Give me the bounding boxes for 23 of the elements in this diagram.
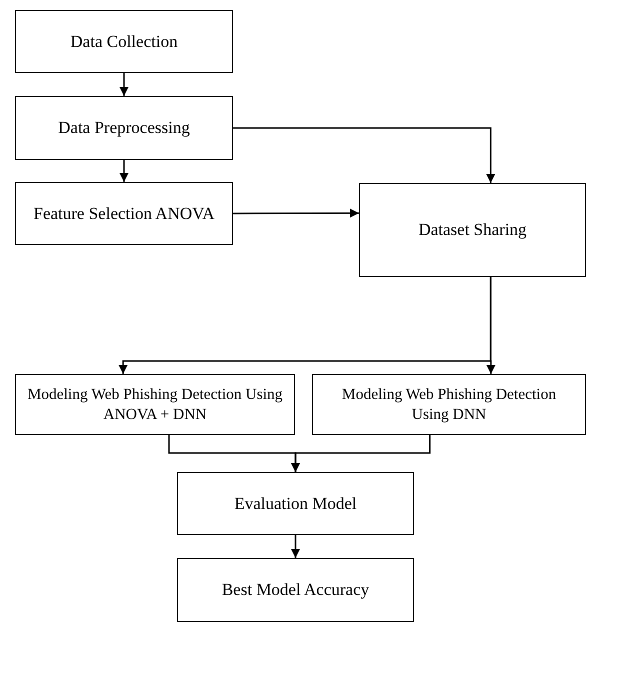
process-box xyxy=(15,182,233,245)
arrow xyxy=(486,277,496,374)
arrow xyxy=(233,127,496,183)
box-label: Best Model Accuracy xyxy=(222,579,370,601)
box-label: Data Collection xyxy=(70,30,178,52)
box-label: Evaluation Model xyxy=(234,492,357,514)
process-box xyxy=(177,472,414,535)
process-box xyxy=(312,374,586,435)
arrow xyxy=(291,435,431,472)
process-box xyxy=(177,558,414,622)
process-box xyxy=(359,183,586,277)
arrow xyxy=(120,160,128,182)
box-label: Modeling Web Phishing Detection Using ANOVA + DNN xyxy=(26,385,284,424)
process-box xyxy=(15,374,295,435)
process-box xyxy=(15,96,233,160)
box-label: Dataset Sharing xyxy=(418,219,527,241)
arrow xyxy=(120,73,128,96)
process-box xyxy=(15,10,233,73)
box-label: Modeling Web Phishing Detection Using DNN xyxy=(340,385,558,424)
arrow xyxy=(291,535,300,558)
arrow xyxy=(233,208,359,218)
box-label: Data Preprocessing xyxy=(58,117,190,139)
box-label: Feature Selection ANOVA xyxy=(34,202,214,224)
